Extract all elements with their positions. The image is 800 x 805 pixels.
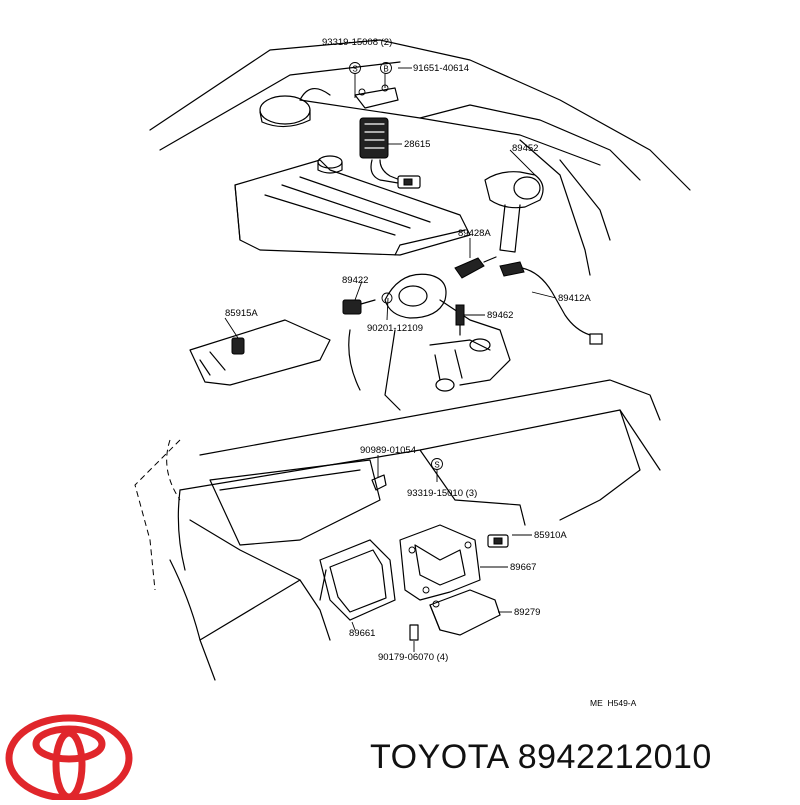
- marker-s2-label: S: [434, 461, 439, 470]
- label-28615: 28615: [404, 139, 430, 150]
- engine-bay-drawing: [149, 39, 691, 411]
- label-89452: 89452: [512, 143, 538, 154]
- part-labels: 93319-15008 (2) 91651-40614 28615 89452 …: [225, 37, 637, 708]
- circle-markers: S B S: [349, 62, 443, 470]
- label-89462: 89462: [487, 310, 513, 321]
- marker-s-circle: [349, 62, 361, 74]
- label-90179-06070: 90179-06070 (4): [378, 652, 448, 663]
- marker-b-circle: [380, 62, 392, 74]
- label-89667: 89667: [510, 562, 536, 573]
- marker-s2-circle: [431, 458, 443, 470]
- marker-s-label: S: [352, 65, 357, 74]
- label-91651-40614: 91651-40614: [413, 63, 469, 74]
- label-89412a: 89412A: [558, 293, 591, 304]
- dashboard-drawing: [134, 379, 661, 681]
- part-number: 8942212010: [517, 738, 712, 776]
- brand-part-caption: TOYOTA 8942212010: [370, 738, 712, 777]
- marker-b-label: B: [383, 65, 388, 74]
- label-89279: 89279: [514, 607, 540, 618]
- label-90201-12109: 90201-12109: [367, 323, 423, 334]
- toyota-logo-icon: [5, 714, 133, 802]
- leader-lines: [224, 67, 557, 652]
- label-89661: 89661: [349, 628, 375, 639]
- label-93319-15008: 93319-15008 (2): [322, 37, 392, 48]
- label-85910a: 85910A: [534, 530, 567, 541]
- label-89428a: 89428A: [458, 228, 491, 239]
- label-89422: 89422: [342, 275, 368, 286]
- brand-name: TOYOTA: [370, 738, 508, 776]
- label-reference-code: ME H549-A: [590, 698, 637, 708]
- label-85915a: 85915A: [225, 308, 258, 319]
- label-93319-15010: 93319-15010 (3): [407, 488, 477, 499]
- label-90989-01054: 90989-01054: [360, 445, 416, 456]
